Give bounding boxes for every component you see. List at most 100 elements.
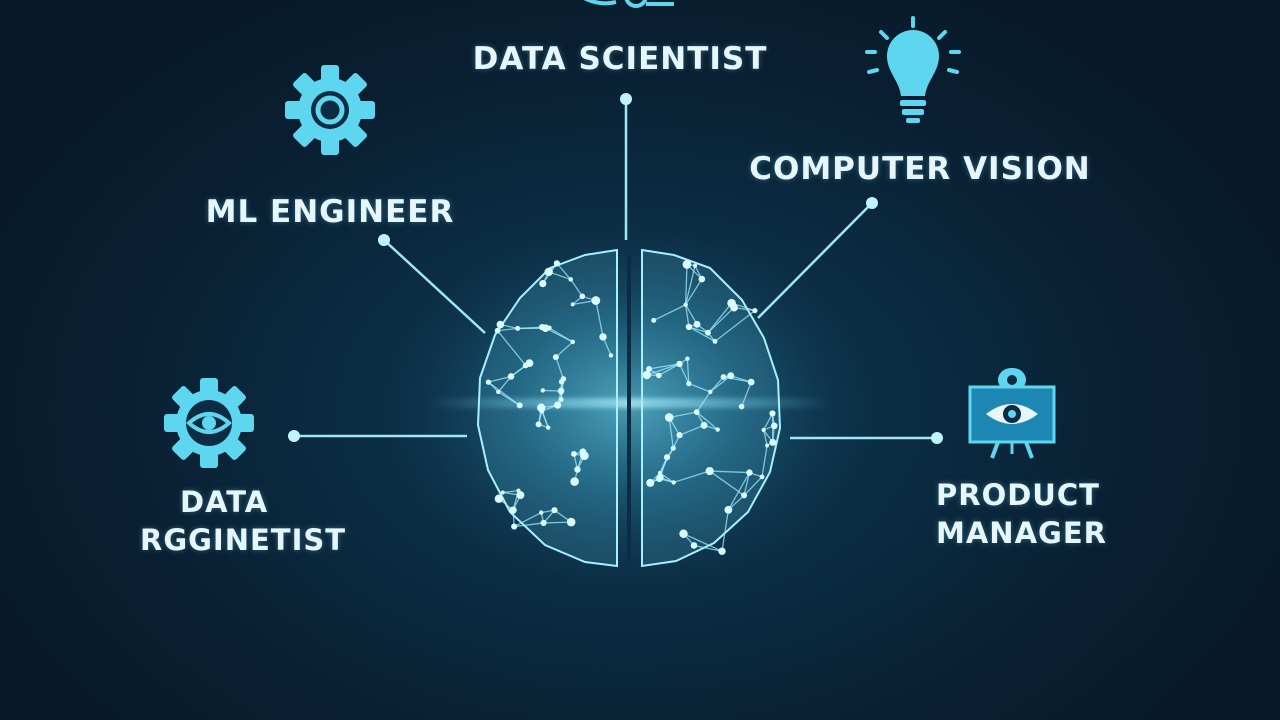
brain-mesh-node [552, 354, 559, 361]
brain-mesh-node [559, 397, 564, 402]
brain-mesh-node [727, 372, 735, 380]
brain-mesh-node [676, 360, 683, 368]
label-data-rgginetist-line-1: DATA [180, 485, 269, 519]
brain-mesh-link [513, 511, 542, 528]
brain-mesh-link [595, 300, 604, 338]
brain-mesh-link [709, 470, 750, 474]
brain-mesh-link [514, 522, 544, 528]
brain-mesh-node [718, 547, 726, 555]
brain-mesh-node [539, 279, 547, 288]
brain-mesh-link [678, 363, 690, 384]
connector-data-rgginetist [288, 430, 467, 442]
brain-mesh-node [656, 474, 664, 482]
brain-mesh-node [540, 519, 547, 527]
brain-mesh-node [670, 445, 676, 451]
label-product-manager: PRODUCT MANAGER [936, 476, 1136, 552]
brain-mesh-node [509, 506, 517, 514]
brain-mesh-link [685, 265, 696, 305]
brain-mesh-link [762, 429, 768, 446]
brain-mesh-link [673, 470, 710, 484]
brain-mesh-node [540, 388, 546, 393]
brain-mesh-link [502, 489, 519, 494]
brain-mesh-link [685, 304, 698, 325]
brain-mesh-node [738, 403, 745, 410]
brain-mesh-node [511, 523, 518, 530]
brain-mesh-node [705, 466, 714, 476]
brain-mesh-link [696, 411, 719, 431]
brain-mesh-node [541, 324, 550, 333]
gear-eye-icon [164, 378, 254, 468]
lightbulb-icon [865, 16, 961, 123]
brain-mesh-node [715, 427, 720, 432]
brain-mesh-node [664, 413, 674, 422]
brain-mesh-node [685, 356, 690, 361]
label-data-scientist-line-1: DATA SCIENTIST [472, 41, 768, 77]
brain-mesh-link [707, 307, 735, 334]
brain-mesh-link [488, 375, 512, 383]
brain-mesh-link [685, 278, 703, 306]
brain-mesh-node [568, 277, 574, 282]
brain-mesh-link [668, 417, 674, 449]
brain-mesh-node [705, 329, 711, 336]
brain-mesh-link [761, 445, 768, 477]
brain-mesh [485, 260, 778, 555]
brain-mesh-node [546, 425, 551, 430]
brain-mesh-link [658, 363, 680, 376]
brain-mesh-node [551, 507, 558, 514]
brain-mesh-link [497, 330, 527, 366]
brain-mesh-link [693, 544, 723, 552]
brain-mesh-link [679, 424, 705, 436]
connector-ml-engineer [378, 234, 486, 334]
brain-mesh-node [720, 374, 727, 380]
brain-mesh-node [516, 491, 525, 500]
label-computer-vision: COMPUTER VISION [740, 150, 1100, 189]
label-product-manager-line-2: MANAGER [936, 516, 1107, 550]
brain-mesh-link [686, 358, 690, 384]
brain-mesh-node [553, 260, 560, 267]
label-computer-vision-line-1: COMPUTER VISION [749, 151, 1091, 187]
brain-mesh-node [570, 477, 579, 486]
brain-mesh-node [693, 320, 701, 328]
brain-mesh-node [700, 421, 708, 429]
brain-mesh-node [642, 370, 651, 380]
brain-mesh-link [669, 411, 697, 419]
lightbulb-rays [865, 16, 961, 74]
brain-mesh-node [769, 410, 776, 417]
brain-mesh-node [708, 389, 713, 395]
brain-mesh-node [724, 505, 733, 514]
brain-mesh-node [579, 293, 586, 300]
connectors [288, 93, 943, 444]
connector-product-manager [790, 432, 943, 444]
brain-mesh-link [685, 304, 690, 328]
brain-mesh-node [682, 260, 692, 269]
brain-mesh-node [765, 443, 770, 448]
connector-data-scientist [620, 93, 632, 240]
brain-mesh-node [539, 510, 544, 515]
brain-mesh-node [485, 379, 492, 385]
brain-mesh-node [571, 451, 577, 457]
brain-mesh-link [659, 447, 674, 474]
brain-mesh-node [646, 478, 655, 487]
brain-mesh-link [741, 381, 752, 407]
brain-mesh-node [741, 492, 748, 499]
brain-mesh-link [659, 472, 675, 483]
connector-computer-vision [757, 197, 878, 319]
brain-mesh-node [769, 438, 777, 446]
label-product-manager-line-1: PRODUCT [936, 478, 1100, 512]
brain-mesh-link [497, 327, 518, 332]
brain-mesh-node [693, 409, 700, 415]
brain-mesh-node [591, 296, 601, 305]
brain-mesh-node [730, 303, 738, 312]
label-ml-engineer-line-1: ML ENGINEER [205, 194, 455, 230]
brain-mesh-link [763, 413, 774, 431]
brain-mesh-node [557, 387, 565, 395]
brain-mesh-node [683, 302, 688, 307]
brain-mesh-node [516, 402, 523, 409]
brain-mesh-node [570, 302, 575, 307]
brain-mesh-link [646, 363, 680, 376]
brain-mesh-link [648, 363, 680, 370]
label-data-rgginetist-line-2: RGGINETIST [140, 523, 347, 557]
brain-mesh-node [690, 542, 698, 549]
brain-mesh-link [709, 376, 724, 393]
brain-mesh-node [516, 488, 521, 493]
